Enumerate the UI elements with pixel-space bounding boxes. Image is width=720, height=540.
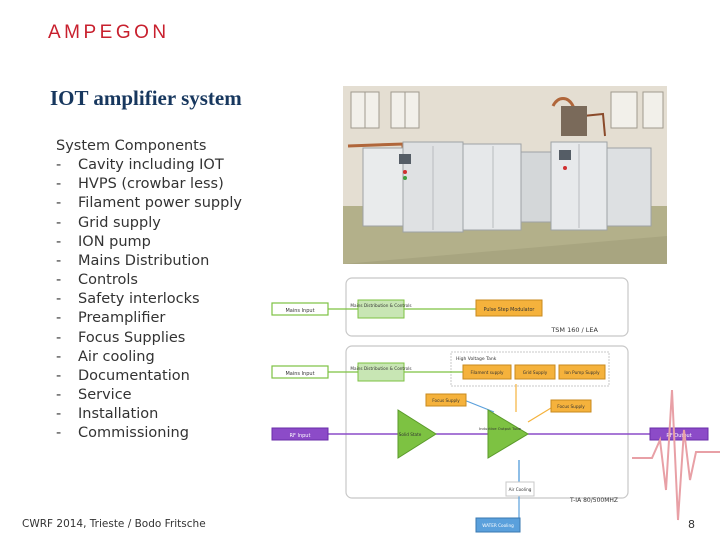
model-2-label: T-IA 80/500MHZ	[569, 497, 618, 504]
list-item: -Preamplifier	[56, 310, 166, 327]
mains-dist-1-label: Mains Distribution & Controls	[350, 303, 411, 308]
list-item: -Cavity including IOT	[56, 157, 224, 174]
focus-supply-1-label: Focus Supply	[432, 398, 460, 403]
list-item: -Service	[56, 387, 132, 404]
list-item: -Installation	[56, 406, 159, 423]
waveform-decoration	[632, 389, 720, 521]
list-item: -Filament power supply	[56, 195, 242, 212]
system-block-diagram: Mains Input Mains Input RF Input RF Outp…	[271, 277, 709, 533]
psm-label: Pulse Step Modulator	[484, 307, 535, 313]
slide-title: IOT amplifier system	[50, 86, 242, 110]
model-1-label: TSM 160 / LEA	[550, 326, 598, 334]
list-item: -Grid supply	[56, 214, 161, 231]
list-item: -Focus Supplies	[56, 329, 186, 346]
list-heading: System Components	[56, 138, 207, 154]
iot-label: Inductive Output Tube	[479, 426, 522, 431]
air-cooling-label: Air Cooling	[509, 487, 532, 492]
list-item: -ION pump	[56, 233, 151, 250]
mains-input-2-label: Mains Input	[285, 371, 314, 377]
ampegon-logo: AMPEGON	[48, 22, 170, 43]
filament-supply-label: Filament supply	[470, 370, 504, 375]
mains-dist-2-label: Mains Distribution & Controls	[350, 366, 411, 371]
list-item: -HVPS (crowbar less)	[56, 176, 224, 193]
rf-output-label: RF Output	[666, 433, 691, 439]
mains-input-1-label: Mains Input	[285, 308, 314, 314]
footer-text: CWRF 2014, Trieste / Bodo Fritsche	[22, 518, 206, 530]
hv-tank-label: High Voltage Tank	[456, 356, 497, 362]
list-item: -Safety interlocks	[56, 291, 200, 308]
focus-supply-2-label: Focus Supply	[557, 404, 585, 409]
list-item: -Air cooling	[56, 348, 155, 365]
ion-pump-supply-label: Ion Pump Supply	[564, 370, 600, 375]
rf-input-label: RF Input	[290, 433, 311, 439]
component-list: System Components -Cavity including IOT …	[56, 137, 242, 444]
water-cooling-label: WATER Cooling	[482, 523, 514, 528]
list-item: -Documentation	[56, 367, 190, 384]
amplifier-photo	[343, 86, 667, 264]
list-item: -Controls	[56, 272, 138, 289]
grid-supply-label: Grid Supply	[523, 370, 548, 375]
list-item: -Commissioning	[56, 425, 189, 442]
page-number: 8	[688, 518, 695, 531]
solid-state-label: Solid State	[399, 432, 422, 437]
list-item: -Mains Distribution	[56, 252, 210, 269]
